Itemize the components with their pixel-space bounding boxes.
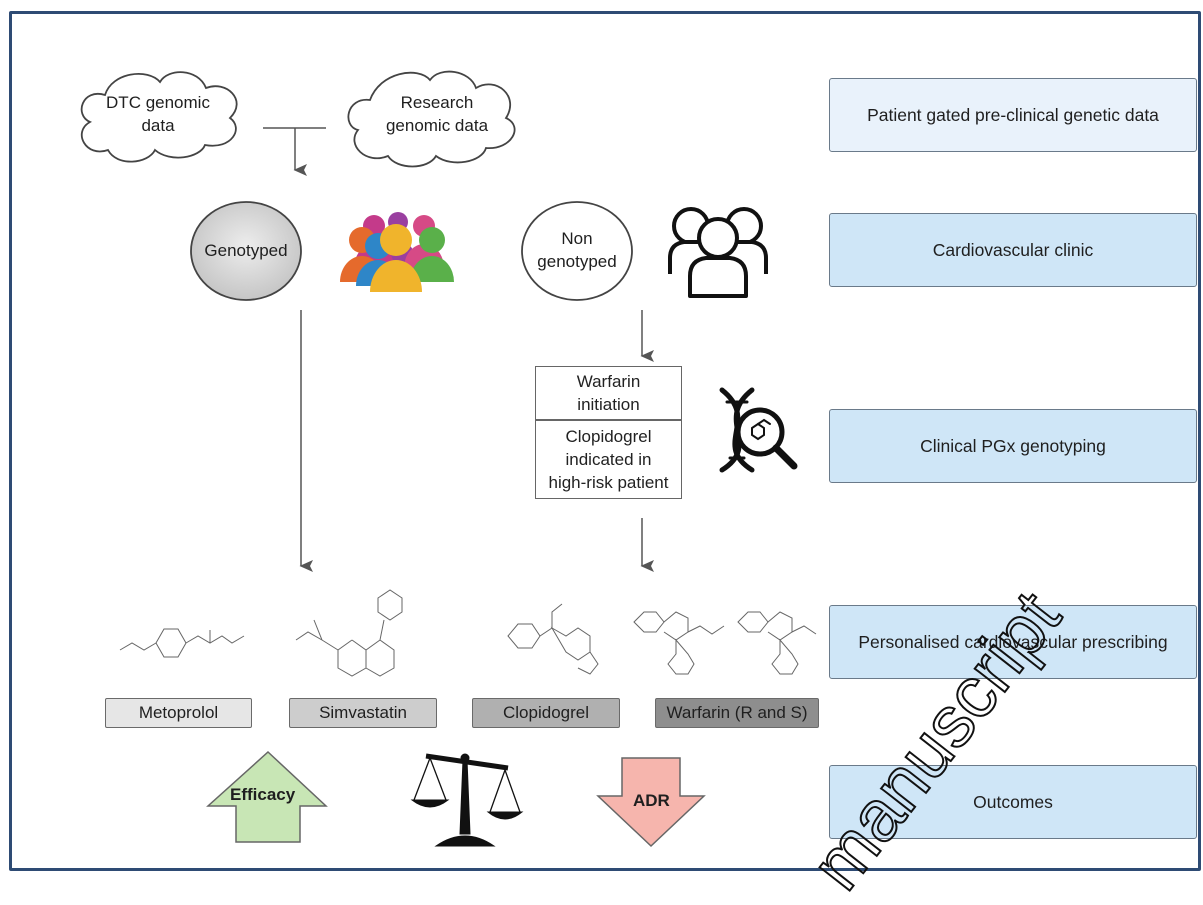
research-source-label: Research genomic data xyxy=(385,93,489,135)
efficacy-label: Efficacy xyxy=(230,785,296,804)
stage-personalised-prescribing: Personalised cardiovascular prescribing xyxy=(829,605,1197,679)
stage-pgx-genotyping: Clinical PGx genotyping xyxy=(829,409,1197,483)
warfarin-s-structure xyxy=(737,611,817,675)
simvastatin-structure xyxy=(295,589,403,677)
people-group-icon xyxy=(340,212,454,292)
diagram-graphics xyxy=(80,70,817,848)
clopidogrel-structure xyxy=(507,603,599,675)
drug-label-metoprolol: Metoprolol xyxy=(105,698,252,728)
people-outline-icon xyxy=(668,207,768,298)
non-genotyped-circle xyxy=(521,201,633,301)
up-arrow-icon xyxy=(206,750,328,843)
diagram-canvas: DTC genomic data Research genomic data G… xyxy=(9,11,1201,905)
genotyped-circle xyxy=(190,201,302,301)
drug-label-clopidogrel: Clopidogrel xyxy=(472,698,620,728)
clopidogrel-indication-box: Clopidogrel indicated in high-risk patie… xyxy=(535,420,682,499)
drug-label-simvastatin: Simvastatin xyxy=(289,698,437,728)
cloud-icon xyxy=(80,71,238,163)
stage-pre-clinical-data: Patient gated pre-clinical genetic data xyxy=(829,78,1197,152)
warfarin-r-structure xyxy=(633,611,725,675)
non-genotyped-label: Non genotyped xyxy=(537,229,617,271)
dna-magnifier-icon xyxy=(719,387,798,473)
balance-scale-icon xyxy=(410,753,524,847)
drug-label-warfarin: Warfarin (R and S) xyxy=(655,698,819,728)
merge-connector xyxy=(263,127,326,176)
stage-cardiovascular-clinic: Cardiovascular clinic xyxy=(829,213,1197,287)
stage-outcomes: Outcomes xyxy=(829,765,1197,839)
cloud-icon xyxy=(347,70,516,168)
adr-label: ADR xyxy=(633,791,670,810)
metoprolol-structure xyxy=(119,628,245,658)
warfarin-initiation-box: Warfarin initiation xyxy=(535,366,682,420)
genotyped-label: Genotyped xyxy=(204,241,288,260)
dtc-source-label: DTC genomic data xyxy=(106,93,210,135)
down-arrow-icon xyxy=(596,757,706,848)
